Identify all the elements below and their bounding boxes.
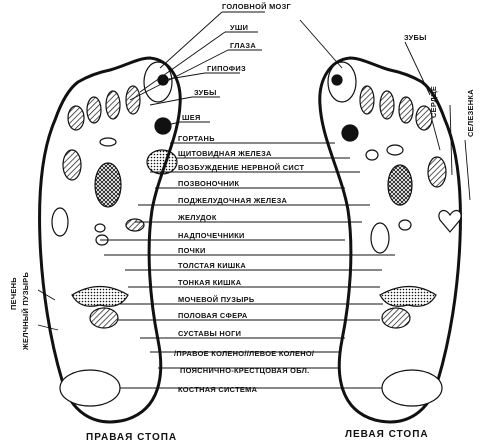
right-bladder-zone xyxy=(89,307,119,329)
right-toe-2 xyxy=(125,85,141,115)
caption-right-foot: ПРАВАЯ СТОПА xyxy=(86,432,177,443)
label-heart: СЕРДЦЕ xyxy=(429,86,438,118)
label-knees: /ПРАВОЕ КОЛЕНО//ЛЕВОЕ КОЛЕНО/ xyxy=(174,349,314,358)
label-brain: ГОЛОВНОЙ МОЗГ xyxy=(222,2,292,11)
left-bladder-zone xyxy=(381,307,411,329)
caption-left-foot: ЛЕВАЯ СТОПА xyxy=(345,429,429,440)
left-eye-zone xyxy=(386,144,404,156)
right-toe-3 xyxy=(105,90,121,120)
left-toe-3 xyxy=(379,90,395,120)
label-liver: ПЕЧЕНЬ xyxy=(9,277,18,310)
label-eyes: ГЛАЗА xyxy=(230,41,256,50)
label-larynx: ГОРТАНЬ xyxy=(178,134,215,143)
label-pituitary: ГИПОФИЗ xyxy=(207,64,246,73)
right-stomach-zone xyxy=(125,218,145,232)
left-intestine-zone xyxy=(379,285,437,307)
labels: ГОЛОВНОЙ МОЗГ УШИ ГЛАЗА ГИПОФИЗ ЗУБЫ ШЕЯ… xyxy=(9,2,475,443)
right-toe-4 xyxy=(86,96,102,124)
label-large-intestine: ТОЛСТАЯ КИШКА xyxy=(178,261,246,270)
right-eye-zone xyxy=(99,137,117,147)
right-liver-zone xyxy=(94,162,122,208)
left-neck-zone xyxy=(341,124,359,142)
label-leg-joints: СУСТАВЫ НОГИ xyxy=(178,329,241,338)
right-intestine-zone xyxy=(71,285,129,307)
label-neck: ШЕЯ xyxy=(182,113,201,122)
right-gall-zone xyxy=(51,207,69,237)
label-small-intestine: ТОНКАЯ КИШКА xyxy=(178,278,242,287)
label-gallbladder: ЖЕЛЧНЫЙ ПУЗЫРЬ xyxy=(21,271,30,351)
label-thyroid: ЩИТОВИДНАЯ ЖЕЛЕЗА xyxy=(178,149,272,158)
label-ears: УШИ xyxy=(230,23,248,32)
label-adrenals: НАДПОЧЕЧНИКИ xyxy=(178,231,245,240)
left-toe-4 xyxy=(398,96,414,124)
label-genital: ПОЛОВАЯ СФЕРА xyxy=(178,311,248,320)
right-toe-5 xyxy=(67,105,85,131)
left-stomach-zone xyxy=(370,222,390,254)
right-adrenal-zone xyxy=(94,223,106,233)
left-toe-2 xyxy=(359,85,375,115)
label-skeletal: КОСТНАЯ СИСТЕМА xyxy=(178,385,258,394)
label-bladder: МОЧЕВОЙ ПУЗЫРЬ xyxy=(178,295,255,304)
label-kidneys: ПОЧКИ xyxy=(178,246,206,255)
left-spleen-zone xyxy=(387,164,413,206)
left-heel-zone xyxy=(381,369,443,407)
left-thyroid-zone xyxy=(365,149,379,161)
label-nervous-system: ВОЗБУЖДЕНИЕ НЕРВНОЙ СИСТ xyxy=(178,163,304,172)
label-teeth-left: ЗУБЫ xyxy=(404,33,427,42)
label-spleen: СЕЛЕЗЕНКА xyxy=(466,89,475,137)
left-heart-zone xyxy=(438,209,462,233)
left-lung-zone xyxy=(427,156,447,188)
right-lung-zone xyxy=(62,149,82,181)
left-kidney-zone xyxy=(398,219,412,231)
leader-lines xyxy=(37,11,471,389)
right-thyroid-zone xyxy=(146,149,178,175)
right-heel-zone xyxy=(59,369,121,407)
left-foot xyxy=(318,56,462,424)
label-stomach: ЖЕЛУДОК xyxy=(177,213,217,222)
left-pituitary-zone xyxy=(331,74,343,86)
label-teeth-right: ЗУБЫ xyxy=(194,88,217,97)
label-spine: ПОЗВОНОЧНИК xyxy=(178,179,240,188)
label-pancreas: ПОДЖЕЛУДОЧНАЯ ЖЕЛЕЗА xyxy=(178,196,288,205)
label-lumbosacral: ПОЯСНИЧНО-КРЕСТЦОВАЯ ОБЛ. xyxy=(180,366,309,375)
left-toe-5 xyxy=(415,105,433,131)
